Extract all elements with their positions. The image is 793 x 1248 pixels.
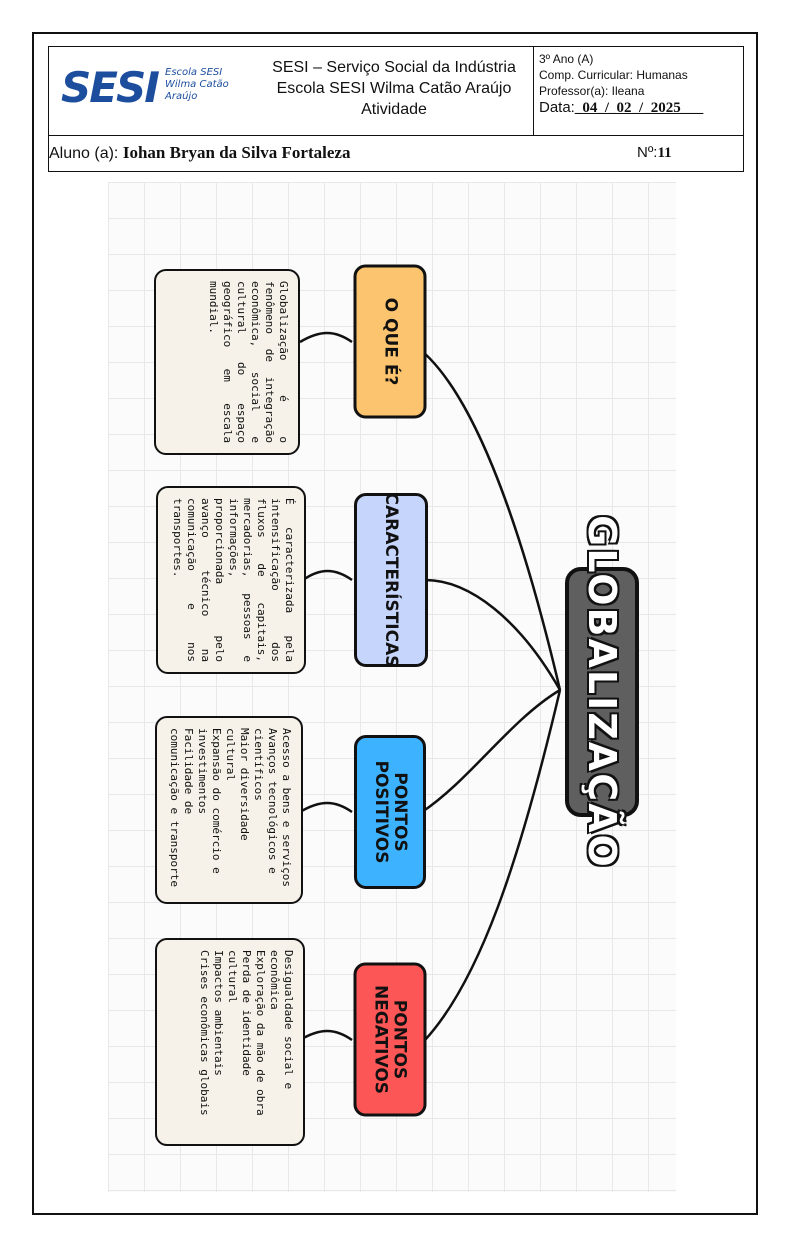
grade: 3º Ano (A) [539, 52, 594, 66]
student-label: Aluno (a): [49, 145, 119, 162]
student-row: Aluno (a): Iohan Bryan da Silva Fortalez… [49, 135, 743, 171]
curricular-component: Comp. Curricular: Humanas [539, 68, 688, 82]
connector-characteristics-note [302, 569, 353, 582]
number-value: 11 [657, 145, 672, 161]
note-negative-points: Desigualdade social e econômica Exploraç… [155, 938, 305, 1146]
date-field: Data:_04_/_02_/_2025___ [539, 99, 745, 117]
student-name: Iohan Bryan da Silva Fortaleza [122, 143, 351, 162]
branch-negative-points: PONTOS NEGATIVOS [353, 962, 427, 1117]
connector-central-positive [421, 688, 561, 814]
note-characteristics-text: É caracterizada pela intensificação dos … [171, 498, 296, 662]
school-name: Escola SESI Wilma Catão Araújo [276, 80, 512, 97]
note-negative-points-text: Desigualdade social e econômica Exploraç… [198, 950, 295, 1116]
worksheet-header: SESI Escola SESI Wilma Catão Araújo SESI… [48, 46, 744, 172]
note-characteristics: É caracterizada pela intensificação dos … [156, 486, 306, 674]
logo-mark: SESI [61, 63, 160, 112]
logo-subtitle: Escola SESI Wilma Catão Araújo [165, 67, 229, 102]
activity-title: Atividade [361, 101, 427, 118]
page-frame [32, 32, 758, 1215]
branch-positive-points: PONTOS POSITIVOS [354, 735, 426, 889]
connector-negative-note [299, 1029, 353, 1042]
central-topic: GLOBALIZAÇÃO [565, 515, 639, 869]
institution-name: SESI – Serviço Social da Indústria [272, 59, 516, 76]
connector-positive-note [299, 801, 353, 814]
institution-block: SESI – Serviço Social da Indústria Escol… [259, 57, 529, 120]
branch-characteristics: CARACTERÍSTICAS [354, 492, 428, 668]
note-what-is-it-text: Globalização é o fenômeno de integração … [207, 281, 290, 443]
number-label: Nº: [637, 144, 658, 161]
connector-central-characteristics [424, 578, 562, 691]
connector-central-negative [424, 689, 562, 1041]
connector-central-what [409, 340, 562, 691]
note-what-is-it: Globalização é o fenômeno de integração … [154, 269, 300, 455]
date-value: _04_/_02_/_2025___ [574, 100, 704, 116]
note-positive-points-text: Acesso a bens e serviços Avanços tecnoló… [168, 728, 293, 887]
header-top-row: SESI Escola SESI Wilma Catão Araújo SESI… [49, 47, 743, 136]
student-field: Aluno (a): Iohan Bryan da Silva Fortalez… [49, 143, 350, 163]
number-field: Nº:11 [637, 144, 672, 162]
date-label: Data: [539, 99, 575, 116]
branch-what-is-it: O QUE É? [353, 264, 427, 419]
teacher: Professor(a): Ileana [539, 84, 645, 98]
class-info: 3º Ano (A) Comp. Curricular: Humanas Pro… [533, 47, 745, 135]
note-positive-points: Acesso a bens e serviços Avanços tecnoló… [155, 716, 303, 904]
sesi-logo: SESI Escola SESI Wilma Catão Araújo [61, 59, 261, 119]
connector-what-note [299, 331, 353, 344]
